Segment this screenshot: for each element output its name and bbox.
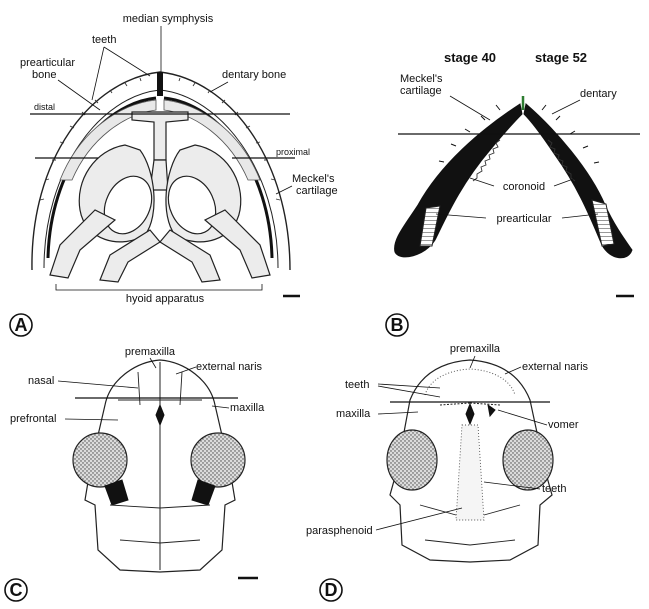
- leader-teeth-a: [92, 47, 150, 100]
- label-external-naris-d: external naris: [522, 361, 589, 373]
- label-teeth-2-d: teeth: [542, 483, 566, 495]
- label-maxilla-d: maxilla: [336, 408, 371, 420]
- label-stage-52: stage 52: [535, 50, 587, 65]
- label-meckels-2-a: cartilage: [296, 185, 338, 197]
- median-symphysis-bar: [157, 72, 163, 96]
- label-hyoid-apparatus: hyoid apparatus: [126, 293, 205, 305]
- label-median-symphysis: median symphysis: [123, 13, 214, 25]
- label-premaxilla-c: premaxilla: [125, 346, 176, 358]
- hyoid-bracket: [56, 284, 262, 290]
- label-premaxilla-d: premaxilla: [450, 343, 501, 355]
- label-prefrontal-c: prefrontal: [10, 413, 56, 425]
- orbit-right-c: [191, 433, 245, 487]
- label-meckels-1-a: Meckel's: [292, 173, 335, 185]
- panel-letter-a: A: [15, 315, 28, 335]
- panel-c: premaxilla external naris nasal maxilla …: [5, 346, 265, 601]
- label-prearticular-2: bone: [32, 69, 56, 81]
- panel-a: median symphysis teeth prearticular bone…: [10, 13, 338, 336]
- panel-b: stage 40 stage 52 Meckel's cartilage den…: [386, 50, 640, 336]
- label-parasphenoid-d: parasphenoid: [306, 525, 373, 537]
- leader-prearticular: [58, 80, 100, 110]
- leader-dentary: [210, 82, 228, 92]
- label-teeth-d: teeth: [345, 379, 369, 391]
- label-meckels-2-b: cartilage: [400, 85, 442, 97]
- label-dentary-b: dentary: [580, 88, 617, 100]
- orbit-left-c: [73, 433, 127, 487]
- label-nasal-c: nasal: [28, 375, 54, 387]
- label-prearticular-1: prearticular: [20, 57, 75, 69]
- label-maxilla-c: maxilla: [230, 402, 265, 414]
- orbit-right-d: [503, 430, 553, 490]
- label-proximal: proximal: [276, 147, 310, 157]
- label-distal: distal: [34, 102, 55, 112]
- label-teeth-a: teeth: [92, 34, 116, 46]
- leader-external-naris-d: [505, 367, 521, 374]
- panel-letter-d: D: [325, 580, 338, 600]
- label-external-naris-c: external naris: [196, 361, 263, 373]
- panel-letter-c: C: [10, 580, 23, 600]
- label-meckels-1-b: Meckel's: [400, 73, 443, 85]
- panel-d: premaxilla external naris teeth maxilla …: [306, 343, 589, 601]
- leader-meckels-b: [450, 96, 490, 120]
- label-dentary-bone: dentary bone: [222, 69, 286, 81]
- label-prearticular-b: prearticular: [496, 213, 551, 225]
- leader-dentary-b: [552, 100, 580, 114]
- orbit-left-d: [387, 430, 437, 490]
- panel-letter-b: B: [391, 315, 404, 335]
- label-vomer-d: vomer: [548, 419, 579, 431]
- label-coronoid: coronoid: [503, 181, 545, 193]
- label-stage-40: stage 40: [444, 50, 496, 65]
